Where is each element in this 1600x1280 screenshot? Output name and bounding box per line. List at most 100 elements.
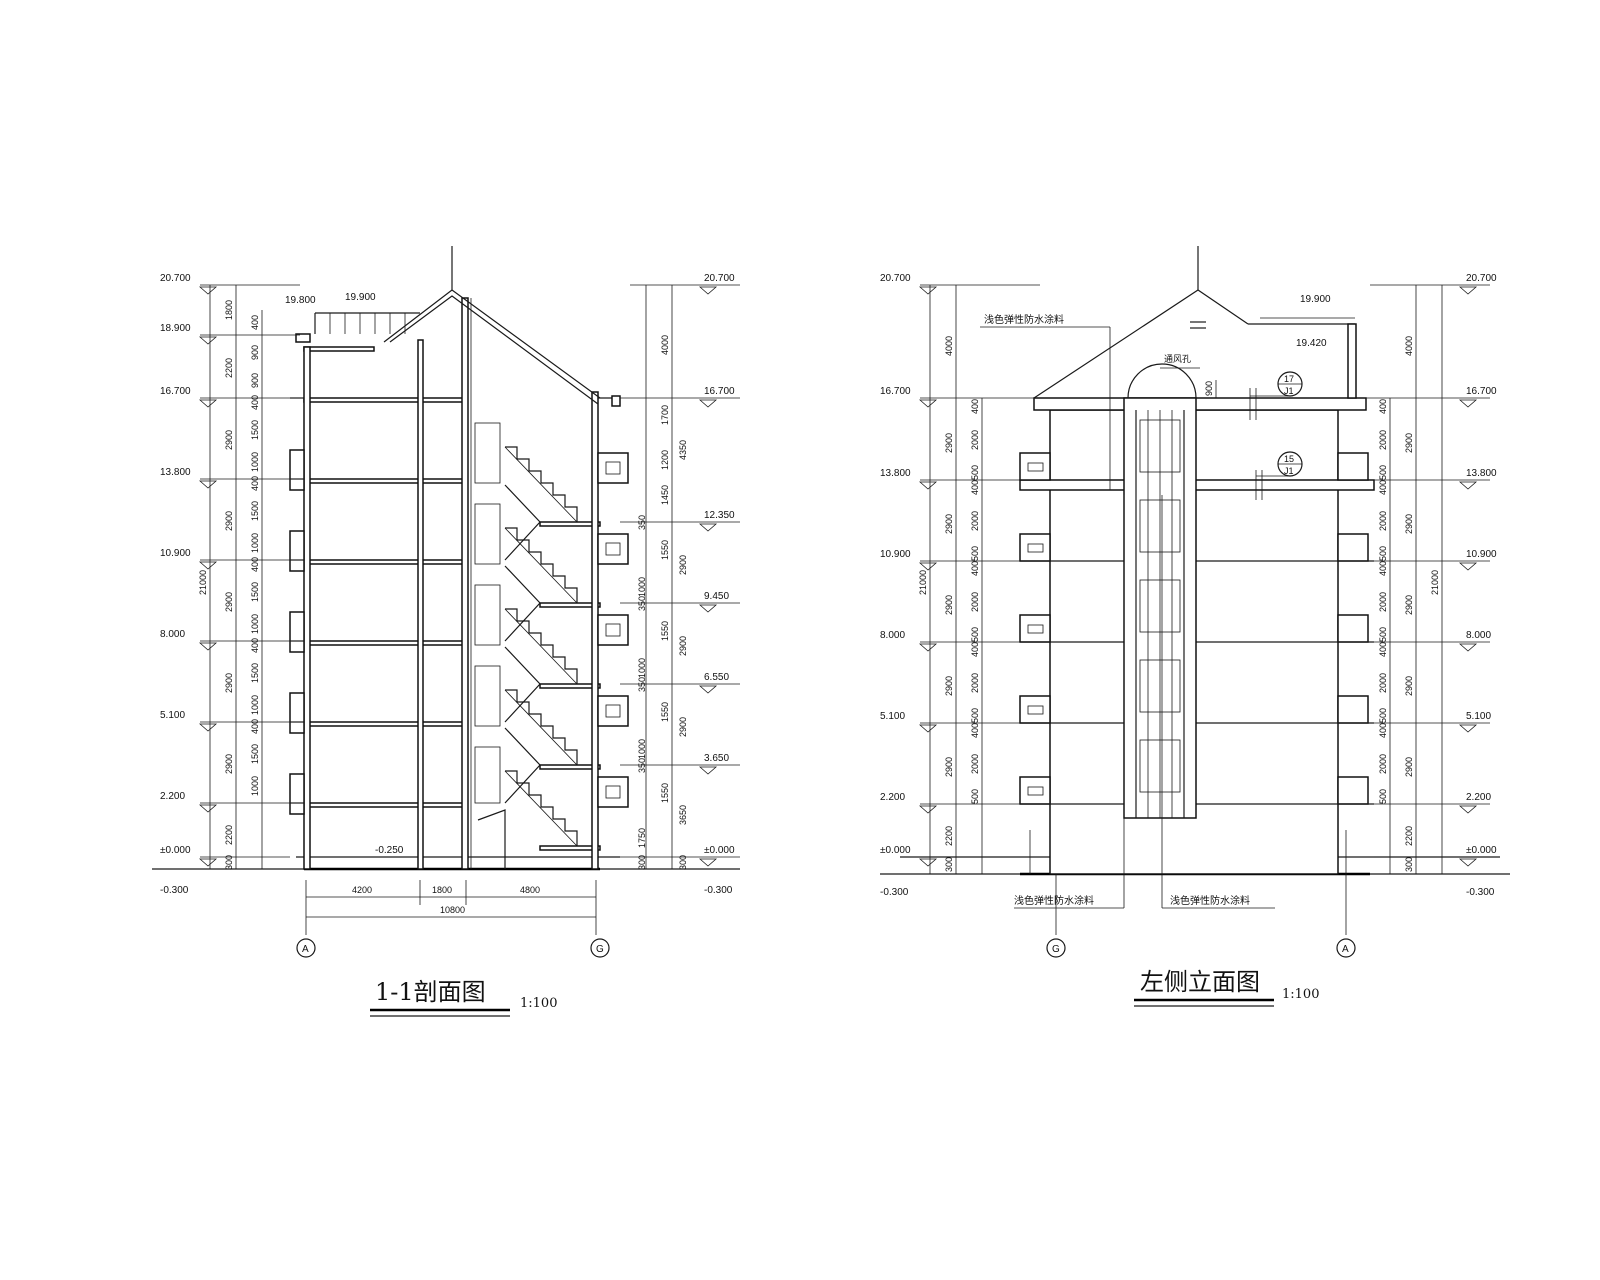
dim-label: 4000 xyxy=(1404,336,1414,356)
total-width-label: 10800 xyxy=(440,905,465,915)
elevation-title: 左侧立面图 xyxy=(1140,968,1260,996)
dim-label: 3650 xyxy=(678,805,688,825)
dim-label: 2900 xyxy=(678,636,688,656)
material-note: 浅色弹性防水涂料 xyxy=(1014,894,1094,907)
dim-label: 500 xyxy=(970,465,980,480)
dim-label: 2900 xyxy=(1404,595,1414,615)
roof-level-label: 19.900 xyxy=(1300,294,1331,305)
dim-label: 350 xyxy=(637,515,647,530)
level-label: 20.700 xyxy=(1466,273,1497,284)
dim-label: 1000 xyxy=(637,577,647,597)
dim-label: 300 xyxy=(637,855,647,870)
dim-label: 2000 xyxy=(970,754,980,774)
level-label: 10.900 xyxy=(160,548,191,559)
dim-label: 2900 xyxy=(678,555,688,575)
dim-label: 500 xyxy=(970,546,980,561)
dim-label: 2900 xyxy=(1404,514,1414,534)
roof-level-label: 19.800 xyxy=(285,295,316,306)
dim-label: 1000 xyxy=(250,452,260,472)
dim-label: 4000 xyxy=(944,336,954,356)
dim-label: 1000 xyxy=(637,739,647,759)
dim-label: 2200 xyxy=(224,825,234,845)
axis-bubble xyxy=(1046,938,1066,958)
total-height-label: 21000 xyxy=(1430,570,1440,595)
roof-level-label: 19.420 xyxy=(1296,338,1327,349)
dim-label: 2900 xyxy=(678,717,688,737)
dim-label: 500 xyxy=(1378,465,1388,480)
dim-label: 2000 xyxy=(970,592,980,612)
elevation-levels-left: 20.700 16.700 13.800 10.900 8.000 5.100 … xyxy=(880,273,911,898)
dim-label: 2000 xyxy=(970,511,980,531)
dim-label: 900 xyxy=(250,373,260,388)
dim-label: 400 xyxy=(970,561,980,576)
roof-level-label: 19.900 xyxy=(345,292,376,303)
vent-dim-label: 900 xyxy=(1204,381,1214,396)
elevation-dim-numbers: 4000 2900 2900 2900 2900 2900 2200 300 2… xyxy=(918,336,1440,872)
level-label: 16.700 xyxy=(1466,386,1497,397)
dim-label: 2000 xyxy=(1378,673,1388,693)
dim-label: 1000 xyxy=(250,695,260,715)
dim-label: 900 xyxy=(250,345,260,360)
dim-label: 1550 xyxy=(660,702,670,722)
section-walls xyxy=(303,297,599,870)
axis-label: A xyxy=(1342,944,1349,955)
level-label: 13.800 xyxy=(1466,468,1497,479)
dim-label: 2900 xyxy=(944,676,954,696)
axis-label: A xyxy=(302,944,309,955)
level-label: 13.800 xyxy=(880,468,911,479)
elevation-axis-bubbles: G A xyxy=(1046,938,1356,958)
level-label: 16.700 xyxy=(160,386,191,397)
level-label: -0.300 xyxy=(160,885,189,896)
dim-label: 1500 xyxy=(250,744,260,764)
level-label: -0.300 xyxy=(704,885,733,896)
dim-label: 400 xyxy=(250,315,260,330)
dim-label: 2000 xyxy=(1378,754,1388,774)
inner-level-label: -0.250 xyxy=(375,845,404,856)
width-dim-label: 4200 xyxy=(352,885,372,895)
dim-label: 1500 xyxy=(250,582,260,602)
dim-label: 400 xyxy=(250,719,260,734)
dim-label: 1550 xyxy=(660,540,670,560)
width-dim-label: 4800 xyxy=(520,885,540,895)
level-label: -0.300 xyxy=(880,887,909,898)
dim-label: 2200 xyxy=(1404,826,1414,846)
elevation-walls xyxy=(1019,397,1375,875)
dim-label: 1700 xyxy=(660,405,670,425)
level-label: 10.900 xyxy=(1466,549,1497,560)
axis-bubble xyxy=(296,938,316,958)
elevation-stair-windows xyxy=(1123,397,1197,819)
dim-label: 2900 xyxy=(224,511,234,531)
dim-label: 1000 xyxy=(250,533,260,553)
elevation-roof xyxy=(1033,246,1357,399)
vent-note: 通风孔 xyxy=(1164,354,1191,364)
material-note: 浅色弹性防水涂料 xyxy=(1170,894,1250,907)
level-label: 13.800 xyxy=(160,467,191,478)
axis-label: G xyxy=(596,944,604,955)
dim-label: 2900 xyxy=(944,514,954,534)
level-label: ±0.000 xyxy=(704,845,735,856)
elevation-drawing: 17 J1 15 J1 浅色弹性防水涂料 通风孔 浅色弹性防水涂料 浅色弹性防水… xyxy=(880,246,1510,1007)
level-label: 18.900 xyxy=(160,323,191,334)
dim-label: 400 xyxy=(250,638,260,653)
dim-label: 500 xyxy=(970,627,980,642)
dim-label: 350 xyxy=(637,677,647,692)
dim-label: 2200 xyxy=(224,358,234,378)
dim-label: 300 xyxy=(678,855,688,870)
level-label: 5.100 xyxy=(880,711,905,722)
elevation-levels-right: 20.700 16.700 13.800 10.900 8.000 5.100 … xyxy=(1296,273,1497,898)
level-label: 20.700 xyxy=(704,273,735,284)
level-label: ±0.000 xyxy=(880,845,911,856)
dim-label: 400 xyxy=(1378,399,1388,414)
level-label: 16.700 xyxy=(880,386,911,397)
dim-label: 400 xyxy=(1378,723,1388,738)
dim-label: 2900 xyxy=(944,433,954,453)
dim-label: 2900 xyxy=(944,595,954,615)
dim-label: 500 xyxy=(1378,789,1388,804)
elevation-dimension-lines xyxy=(920,284,1490,935)
section-dim-numbers: 1800 2200 2900 2900 2900 2900 2900 2200 … xyxy=(198,300,688,870)
section-right-windows xyxy=(597,452,629,808)
dim-label: 400 xyxy=(1378,480,1388,495)
dim-label: 400 xyxy=(970,480,980,495)
elevation-leaders xyxy=(980,326,1347,909)
section-levels-right: 20.700 16.700 12.350 9.450 6.550 3.650 ±… xyxy=(285,273,735,896)
